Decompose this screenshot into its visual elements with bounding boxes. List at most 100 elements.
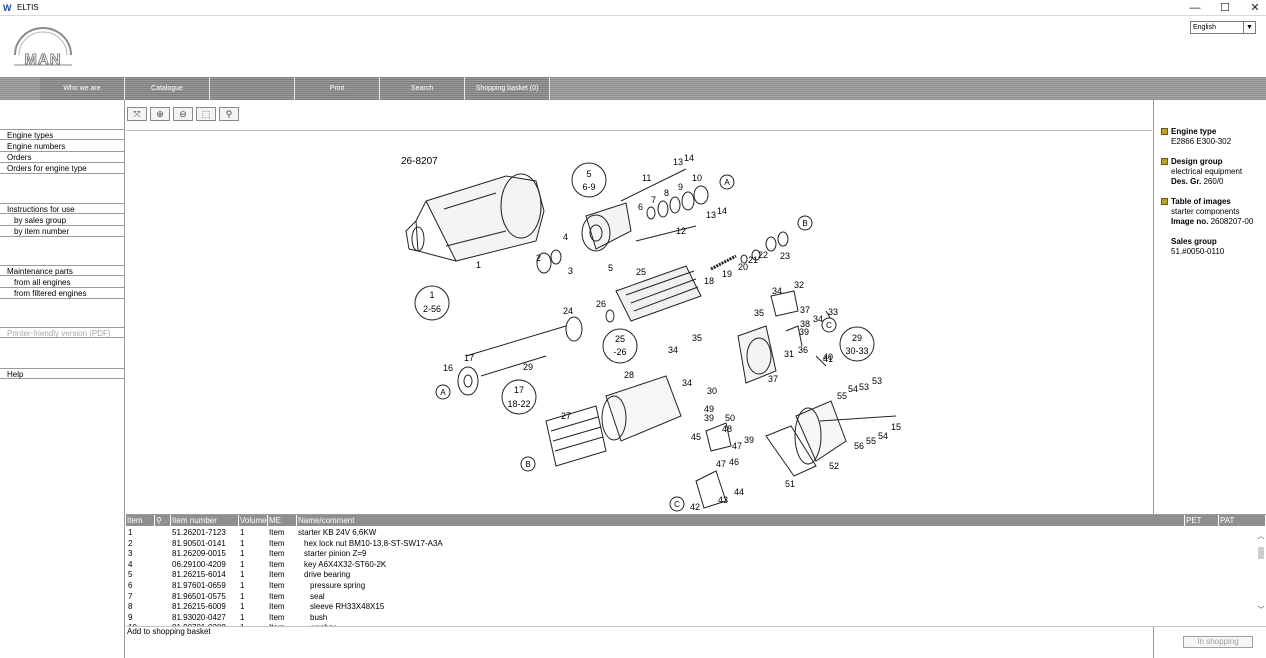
sidebar-instructions-for-use[interactable]: Instructions for use	[0, 203, 124, 214]
callout-5-bottom: 6-9	[582, 182, 595, 192]
nav-catalogue[interactable]: Catalogue	[125, 77, 210, 100]
engine-type-value[interactable]: E2866 E300-302	[1171, 137, 1232, 146]
nav-shopping-basket[interactable]: Shopping basket (0)	[465, 77, 550, 100]
part-label: 56	[854, 441, 864, 451]
sidebar-printer-friendly[interactable]: Printer-friendly version (PDF)	[0, 327, 124, 338]
part-label: 10	[692, 173, 702, 183]
callout-17-bottom: 18-22	[507, 399, 530, 409]
part-label: 12	[676, 226, 686, 236]
magnify-icon[interactable]: ⚲	[219, 107, 239, 121]
table-of-images-value[interactable]: starter components	[1171, 207, 1240, 216]
in-shopping-button[interactable]: In shopping	[1183, 636, 1253, 648]
cell-volume: 1	[240, 559, 245, 569]
part-label: 55	[866, 436, 876, 446]
part-label: 17	[464, 353, 474, 363]
nav-print[interactable]: Print	[295, 77, 380, 100]
exploded-view-drawing[interactable]: 26-8207 5 6-9 1 2-56 25 -26 29 30-33 17 …	[126, 131, 1152, 513]
cell-volume: 1	[240, 602, 245, 612]
cell-me: Item	[269, 602, 285, 612]
part-label: 18	[704, 276, 714, 286]
logo-text: MAN	[24, 51, 61, 68]
close-button[interactable]: ✕	[1250, 2, 1260, 14]
cell-name: hex lock nut BM10-13,8-ST-SW17-A3A	[304, 538, 443, 548]
cell-name: sleeve RH33X48X15	[310, 602, 385, 612]
parts-scrollbar[interactable]: ︿ ﹀	[1256, 532, 1266, 616]
fit-to-window-icon[interactable]: ⤧	[127, 107, 147, 121]
col-pat[interactable]: PAT	[1219, 515, 1266, 526]
part-label: 40	[823, 352, 833, 362]
cell-volume: 1	[240, 538, 245, 548]
part-label: 5	[608, 263, 613, 273]
starter-exploded-diagram[interactable]: 26-8207 5 6-9 1 2-56 25 -26 29 30-33 17 …	[126, 131, 1152, 513]
part-label: 15	[891, 422, 901, 432]
col-item[interactable]: Item	[126, 515, 155, 526]
language-select[interactable]: English ▼	[1190, 21, 1256, 34]
part-label: 36	[798, 345, 808, 355]
nav-who-we-are[interactable]: Who we are	[40, 77, 125, 100]
part-label: 54	[848, 384, 858, 394]
sidebar-engine-numbers[interactable]: Engine numbers	[0, 141, 124, 152]
sidebar-by-sales-group[interactable]: by sales group	[0, 215, 124, 226]
drawing-doc-number: 26-8207	[401, 156, 438, 167]
col-volume[interactable]: Volume	[240, 515, 268, 526]
cell-item-number: 81.26215-6014	[172, 570, 226, 580]
design-group-label: Design group	[1171, 157, 1223, 166]
nav-empty[interactable]	[210, 77, 295, 100]
part-label: 7	[651, 195, 656, 205]
parts-table: Item ⚲ Item number Volume ME Name/commen…	[126, 514, 1266, 626]
col-search-icon[interactable]: ⚲	[155, 515, 171, 526]
col-item-number[interactable]: Item number	[171, 515, 239, 526]
zoom-in-icon[interactable]: ⊕	[150, 107, 170, 121]
sidebar-from-all-engines[interactable]: from all engines	[0, 277, 124, 288]
table-row[interactable]: 1081.90701-02081Itemwasher	[126, 622, 1256, 626]
minimize-button[interactable]: —	[1189, 2, 1201, 14]
part-label: 13	[673, 157, 683, 167]
cell-name: key A6X4X32-ST60-2K	[304, 559, 387, 569]
engine-type-label: Engine type	[1171, 127, 1217, 136]
scroll-up-icon[interactable]: ︿	[1257, 533, 1265, 540]
nav-search[interactable]: Search	[380, 77, 465, 100]
part-label: 47	[732, 441, 742, 451]
part-label: 45	[691, 432, 701, 442]
design-group-value[interactable]: electrical equipment	[1171, 167, 1243, 176]
part-label: 21	[748, 255, 758, 265]
col-name-comment[interactable]: Name/comment	[297, 515, 1185, 526]
add-to-shopping-basket-link[interactable]: Add to shopping basket	[127, 627, 211, 636]
image-no-label: Image no.	[1171, 217, 1209, 226]
cell-item: 1	[128, 528, 133, 537]
sales-group-label: Sales group	[1171, 237, 1217, 246]
zoom-out-icon[interactable]: ⊖	[173, 107, 193, 121]
sidebar-orders[interactable]: Orders	[0, 152, 124, 163]
maximize-button[interactable]: ☐	[1220, 2, 1230, 14]
sidebar-from-filtered-engines[interactable]: from filtered engines	[0, 288, 124, 299]
sidebar-orders-for-engine-type[interactable]: Orders for engine type	[0, 163, 124, 174]
part-label: 24	[563, 306, 573, 316]
part-label: 37	[768, 374, 778, 384]
chevron-down-icon[interactable]: ▼	[1243, 22, 1255, 33]
cell-volume: 1	[240, 612, 245, 622]
part-label: 50	[725, 413, 735, 423]
col-pet[interactable]: PET	[1185, 515, 1219, 526]
part-label: 53	[872, 376, 882, 386]
sidebar-maintenance-parts[interactable]: Maintenance parts	[0, 265, 124, 276]
part-label: 43	[718, 495, 728, 505]
sidebar-engine-types[interactable]: Engine types	[0, 129, 124, 140]
cell-me: Item	[269, 528, 285, 537]
ref-letter-a-2: A	[440, 388, 446, 397]
scroll-down-icon[interactable]: ﹀	[1257, 607, 1265, 614]
sidebar-help[interactable]: Help	[0, 368, 124, 379]
zoom-area-icon[interactable]: ⬚	[196, 107, 216, 121]
sidebar-by-item-number[interactable]: by item number	[0, 226, 124, 237]
col-me[interactable]: ME	[268, 515, 297, 526]
man-logo: MAN	[14, 27, 72, 68]
scroll-thumb[interactable]	[1258, 547, 1264, 559]
